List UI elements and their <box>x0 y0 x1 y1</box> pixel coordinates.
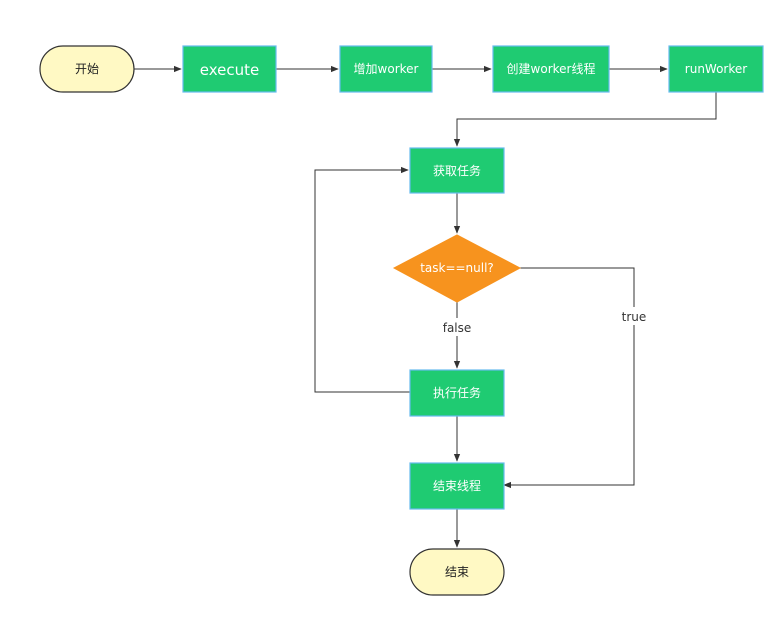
start-node[interactable]: 开始 <box>39 45 135 93</box>
run-worker-node[interactable]: runWorker <box>668 45 764 93</box>
start-label: 开始 <box>75 62 99 76</box>
decision-label: task==null? <box>420 261 494 275</box>
add-worker-label: 增加worker <box>354 62 419 76</box>
exec-task-node[interactable]: 执行任务 <box>409 369 505 417</box>
get-task-node[interactable]: 获取任务 <box>409 147 505 194</box>
decision-node[interactable]: task==null? <box>392 234 522 303</box>
end-node[interactable]: 结束 <box>409 548 505 596</box>
false-label: false <box>443 321 472 335</box>
edges <box>134 65 717 548</box>
true-label: true <box>622 310 647 324</box>
edge-run-worker-get-task <box>453 92 717 147</box>
create-thread-label: 创建worker线程 <box>507 61 596 76</box>
end-label: 结束 <box>445 565 469 579</box>
execute-label: execute <box>200 61 259 79</box>
edge-decision-end-thread-true <box>503 267 635 489</box>
get-task-label: 获取任务 <box>433 163 481 178</box>
exec-task-label: 执行任务 <box>433 385 481 400</box>
execute-node[interactable]: execute <box>182 45 277 93</box>
add-worker-node[interactable]: 增加worker <box>339 45 433 93</box>
run-worker-label: runWorker <box>685 62 747 76</box>
edge-exec-task-get-task-loop <box>314 166 410 393</box>
end-thread-label: 结束线程 <box>433 478 481 493</box>
end-thread-node[interactable]: 结束线程 <box>409 462 505 510</box>
create-thread-node[interactable]: 创建worker线程 <box>492 45 610 93</box>
